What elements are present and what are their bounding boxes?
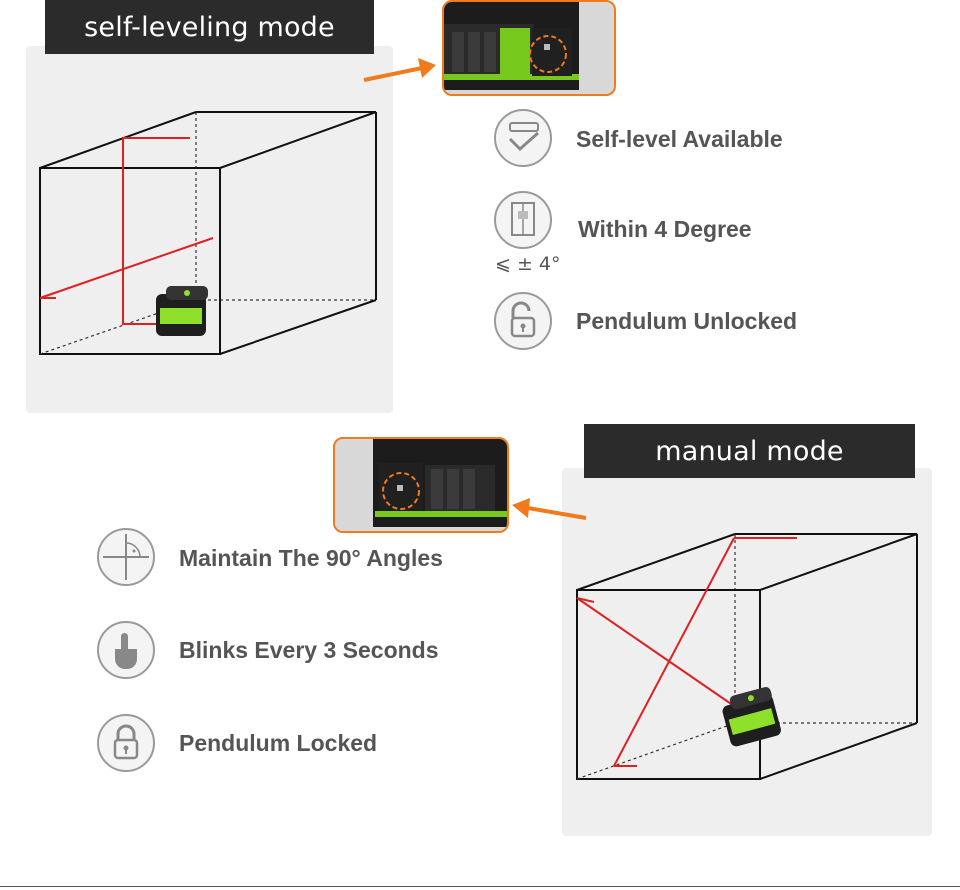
switch-unlocked-photo	[442, 0, 616, 96]
pendulum-unlocked-label: Pendulum Unlocked	[576, 308, 798, 334]
right-angle-icon	[97, 528, 155, 586]
blinks-every-3-seconds-label: Blinks Every 3 Seconds	[179, 637, 439, 663]
tilt-range-note: ⩽ ± 4°	[495, 253, 561, 275]
maintain-90-angles-label: Maintain The 90° Angles	[179, 545, 443, 571]
manual-room-illustration	[576, 533, 918, 780]
arrow-icon	[363, 58, 436, 82]
laser-device	[722, 687, 781, 747]
within-4-degree-label: Within 4 Degree	[578, 216, 752, 242]
unlocked-padlock-icon	[494, 292, 552, 350]
manual-room-panel	[562, 468, 932, 836]
arrow-icon	[512, 498, 587, 520]
tilt-range-icon	[494, 191, 552, 249]
self-level-available-label: Self-level Available	[576, 126, 783, 152]
manual-mode-banner: manual mode	[584, 424, 915, 478]
finger-tap-icon	[97, 621, 155, 679]
self-level-icon	[494, 109, 552, 167]
pendulum-locked-label: Pendulum Locked	[179, 730, 378, 756]
locked-padlock-icon	[97, 714, 155, 772]
bottom-divider	[0, 886, 960, 887]
self-leveling-mode-banner: self-leveling mode	[45, 0, 374, 54]
switch-locked-photo	[333, 437, 509, 533]
self-leveling-room-panel	[26, 46, 393, 413]
self-leveling-room-illustration	[39, 111, 377, 355]
laser-device	[156, 286, 208, 336]
